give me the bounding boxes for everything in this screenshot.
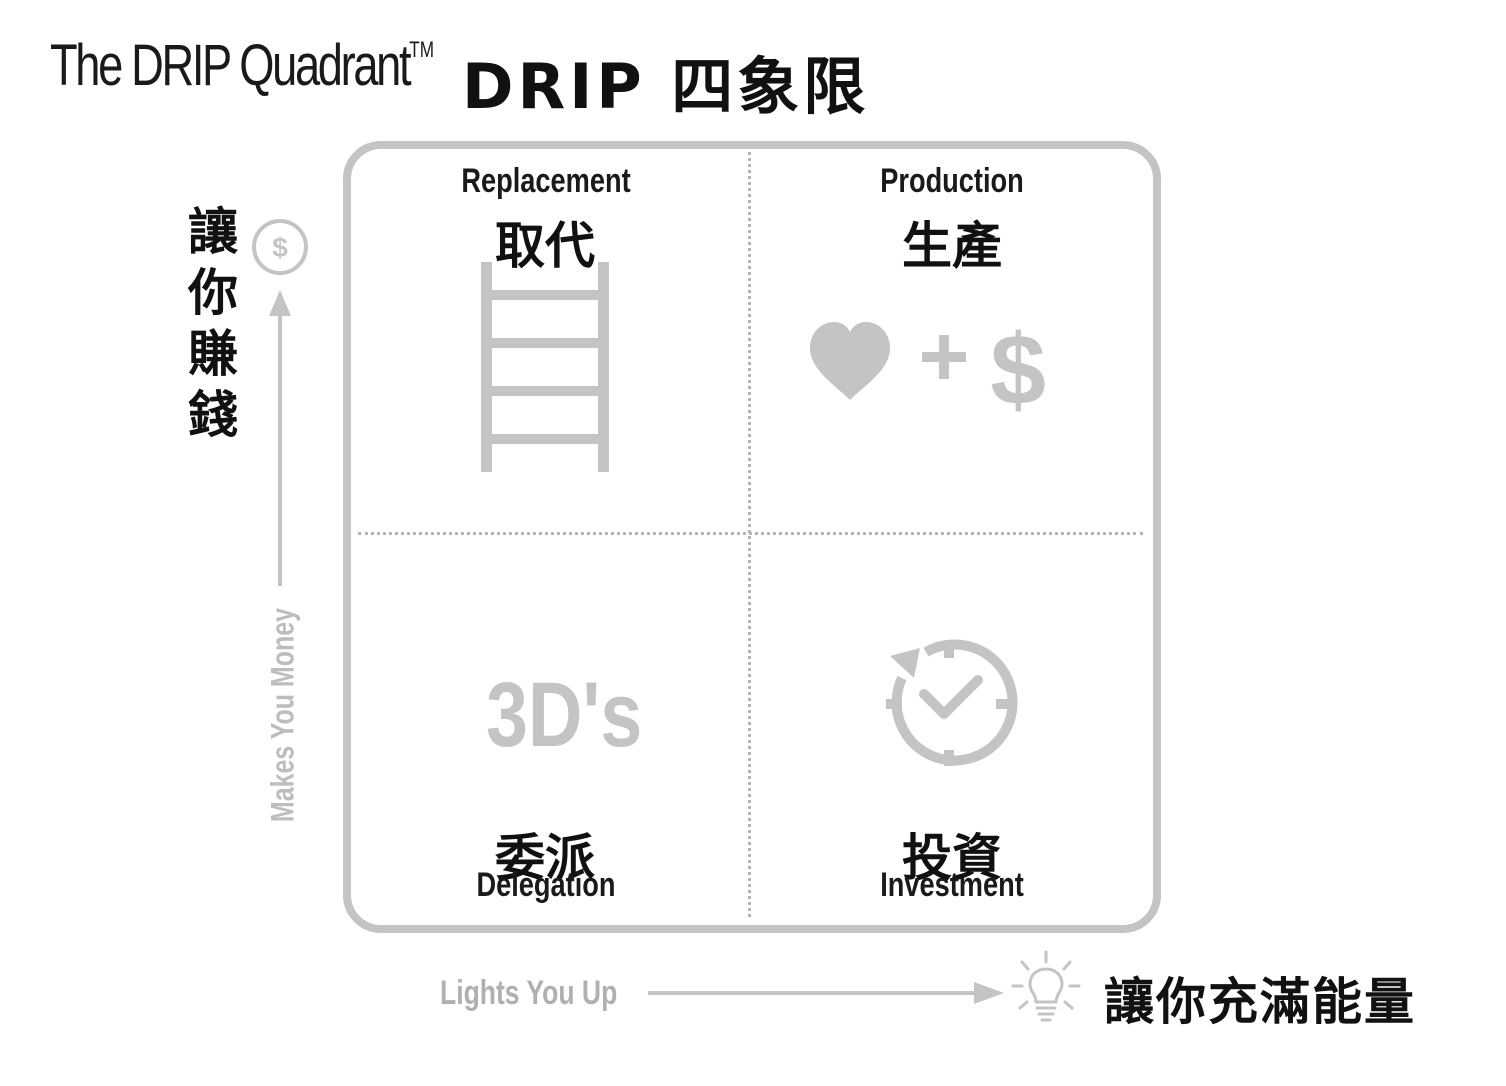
delegation-label-zh: 委派 xyxy=(495,829,595,887)
svg-text:$: $ xyxy=(272,232,288,263)
production-label-zh: 生產 xyxy=(902,217,1002,275)
x-axis-label-en: Lights You Up xyxy=(440,974,618,1012)
svg-text:$: $ xyxy=(990,314,1046,426)
title-english: The DRIP QuadrantTM xyxy=(50,33,434,98)
three-ds-icon: 3D's xyxy=(486,662,642,766)
lightbulb-icon xyxy=(1010,950,1082,1024)
three-ds-text: 3D's xyxy=(486,663,642,766)
horizontal-divider xyxy=(358,532,1143,535)
dollar-circle-icon: $ xyxy=(250,217,310,277)
quadrant-board xyxy=(343,141,1161,933)
x-axis-arrow xyxy=(648,978,1004,1008)
x-axis-label-zh: 讓你充滿能量 xyxy=(1104,973,1416,1031)
heart-plus-dollar-icon: $ xyxy=(806,312,1046,426)
trademark-mark: TM xyxy=(409,37,434,62)
y-axis-label-zh: 讓你賺錢 xyxy=(188,203,238,444)
replacement-label-en: Replacement xyxy=(461,162,631,200)
replacement-label-zh: 取代 xyxy=(495,217,595,275)
y-axis-arrow xyxy=(266,290,294,590)
production-label-en: Production xyxy=(880,162,1024,200)
investment-label-zh: 投資 xyxy=(902,829,1002,887)
investment-label-en: Investment xyxy=(880,866,1024,904)
y-axis-label-en: Makes You Money xyxy=(264,608,301,823)
clock-check-icon xyxy=(880,634,1020,774)
delegation-label-en: Delegation xyxy=(476,866,616,904)
title-chinese: DRIP 四象限 xyxy=(462,50,870,123)
ladder-icon xyxy=(478,262,612,472)
